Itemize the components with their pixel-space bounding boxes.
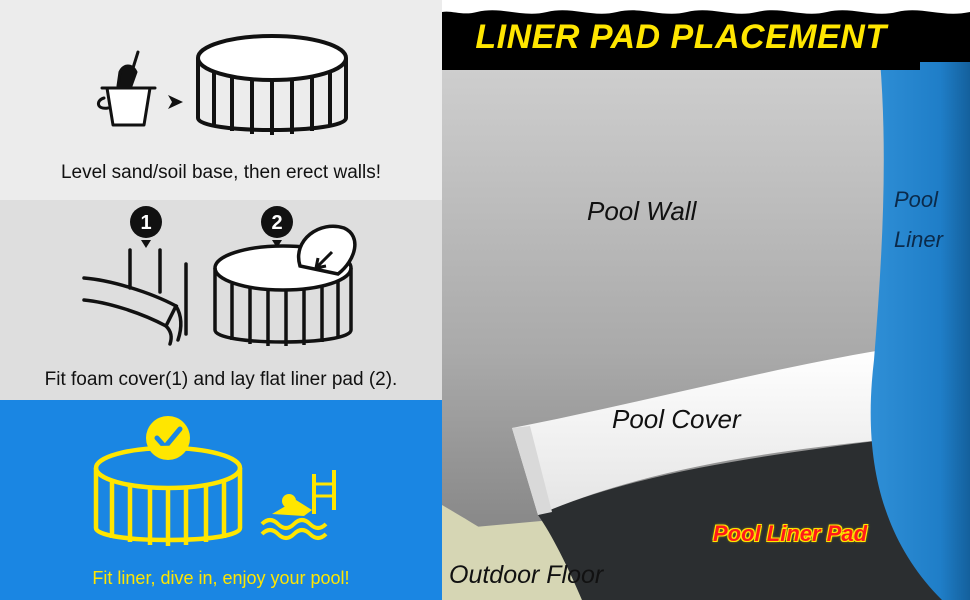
step-3-panel: Fit liner, dive in, enjoy your pool! <box>0 400 442 600</box>
label-pool-wall: Pool Wall <box>587 196 697 226</box>
label-pool-liner: Pool Liner <box>894 187 943 252</box>
label-outdoor-floor: Outdoor Floor <box>449 561 604 589</box>
bucket-spade-icon <box>97 50 157 127</box>
step-3-caption: Fit liner, dive in, enjoy your pool! <box>92 568 350 588</box>
checkmark-icon <box>146 416 190 460</box>
step-marker-1: 1 <box>130 206 162 248</box>
title-banner <box>442 0 970 70</box>
swimmer-icon <box>260 470 336 540</box>
marker-1-text: 1 <box>140 212 151 234</box>
outdoor-floor-area-2 <box>442 520 582 600</box>
liner-pad-area <box>538 440 970 600</box>
diagram-scene <box>442 0 970 600</box>
step-marker-2: 2 <box>261 206 293 248</box>
step-1-illustration <box>97 34 348 135</box>
diagram-title: LINER PAD PLACEMENT <box>475 18 887 56</box>
marker-2-text: 2 <box>271 212 282 234</box>
pool-cover-shape <box>512 350 882 515</box>
step-3-illustration <box>93 416 336 546</box>
pool-liner-shape <box>870 60 970 600</box>
wall-foam-cover-icon <box>82 248 188 346</box>
instruction-steps: Level sand/soil base, then erect walls! … <box>0 0 442 600</box>
step-1-caption: Level sand/soil base, then erect walls! <box>60 162 381 183</box>
label-pool-liner-pad: Pool Liner Pad <box>713 521 868 546</box>
arrow-right-icon <box>168 95 183 109</box>
step-1-panel: Level sand/soil base, then erect walls! <box>0 0 442 200</box>
pool-cover-edge <box>512 426 552 515</box>
liner-pad-diagram: LINER PAD PLACEMENT Pool Wall Pool Liner… <box>442 0 970 600</box>
pool-frame-icon <box>196 34 348 135</box>
label-pool-cover: Pool Cover <box>612 404 741 434</box>
checkmark-pool-icon <box>93 445 243 546</box>
step-2-panel: 1 2 <box>0 200 442 400</box>
banner-wave <box>442 0 970 14</box>
pool-liner-pad-icon <box>213 224 357 346</box>
step-2-caption: Fit foam cover(1) and lay flat liner pad… <box>44 369 398 390</box>
step-2-illustration: 1 2 <box>82 206 357 346</box>
